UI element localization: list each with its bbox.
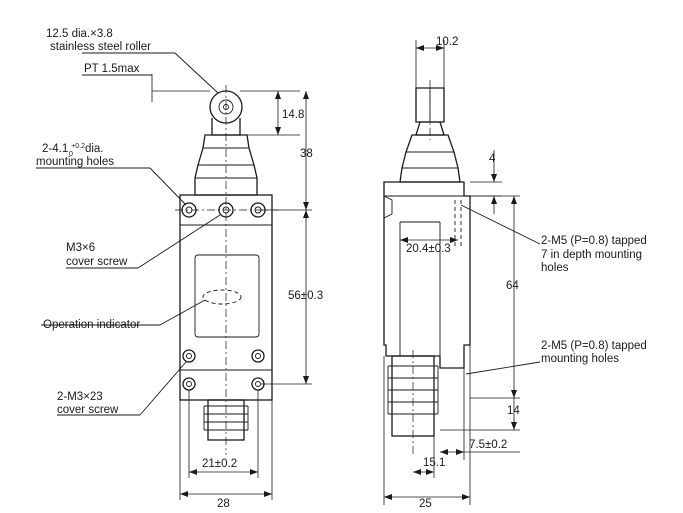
tapped-lower-line2: mounting holes xyxy=(541,353,619,365)
tapped-upper-line3: holes xyxy=(541,262,569,274)
cover-window xyxy=(194,254,260,338)
cover-screws-2-size: 2-M3×23 xyxy=(57,391,103,403)
roller-material-label: stainless steel roller xyxy=(50,41,151,53)
side-view xyxy=(383,80,471,455)
dim-front-width: 28 xyxy=(217,498,230,510)
dim-side-tap-spacing: 20.4±0.3 xyxy=(406,243,451,255)
cover-screws-2-label: cover screw xyxy=(57,404,119,416)
side-dimensions xyxy=(383,40,520,505)
front-leaders xyxy=(36,52,221,416)
dim-side-total-height: 64 xyxy=(506,280,519,292)
dim-head-height: 38 xyxy=(300,148,313,160)
operation-indicator-outline xyxy=(202,289,242,305)
mounting-holes-label-2: mounting holes xyxy=(36,156,114,168)
dim-side-plunger-offset: 15.1 xyxy=(423,457,445,469)
side-body xyxy=(383,181,471,369)
side-leaders xyxy=(460,204,541,375)
dim-side-top-width: 10.2 xyxy=(436,36,458,48)
dim-roller-offset: 14.8 xyxy=(282,109,304,121)
front-dimensions xyxy=(151,74,312,500)
tapped-upper-line1: 2-M5 (P=0.8) tapped xyxy=(541,235,647,247)
roller-size-label: 12.5 dia.×3.8 xyxy=(46,28,113,40)
cover-screw-size: M3×6 xyxy=(66,242,95,254)
tapped-lower-line1: 2-M5 (P=0.8) tapped xyxy=(541,340,647,352)
pretravel-label: PT 1.5max xyxy=(84,63,140,75)
side-plunger xyxy=(415,87,445,123)
dim-mount-spacing-bottom: 21±0.2 xyxy=(202,458,237,470)
cover-screw-label: cover screw xyxy=(66,256,128,268)
dim-side-top-offset: 4 xyxy=(489,153,496,165)
front-view xyxy=(175,85,280,455)
tapped-upper-line2: 7 in depth mounting xyxy=(541,249,642,261)
dim-side-width: 25 xyxy=(419,498,432,510)
dim-mount-spacing-vertical: 56±0.3 xyxy=(288,290,323,302)
labels: 12.5 dia.×3.8 stainless steel roller PT … xyxy=(36,28,647,510)
dim-side-lower-offset: 7.5±0.2 xyxy=(469,439,507,451)
operation-indicator-label: Operation indicator xyxy=(43,319,140,331)
side-head xyxy=(399,134,461,183)
dim-side-bottom-offset: 14 xyxy=(507,405,520,417)
